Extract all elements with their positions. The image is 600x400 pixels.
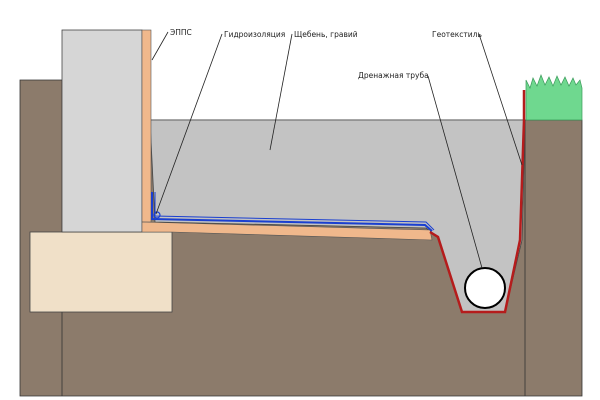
geotextile-layer bbox=[429, 90, 526, 314]
leader-lines bbox=[151, 31, 523, 269]
foundation-footing bbox=[29, 231, 173, 313]
leader-epps bbox=[151, 31, 169, 61]
leader-geotextile bbox=[478, 33, 523, 166]
epps-insulation-horizontal bbox=[141, 221, 433, 241]
label-geotextile: Геотекстиль bbox=[432, 30, 482, 39]
epps-insulation-vertical bbox=[141, 29, 152, 223]
waterproofing-layer-inner bbox=[154, 192, 435, 231]
foundation-wall bbox=[61, 29, 143, 233]
leader-drain-pipe bbox=[427, 75, 483, 269]
drain-pipe bbox=[464, 267, 506, 309]
label-epps: ЭППС bbox=[170, 28, 192, 37]
label-drain-pipe: Дренажная труба bbox=[358, 71, 429, 80]
label-waterproofing: Гидроизоляция bbox=[224, 30, 285, 39]
grass bbox=[525, 74, 583, 121]
leader-gravel bbox=[269, 33, 293, 151]
label-gravel: Щебень, гравий bbox=[294, 30, 358, 39]
waterproofing-layer bbox=[151, 192, 433, 232]
leader-waterproofing bbox=[155, 33, 223, 215]
